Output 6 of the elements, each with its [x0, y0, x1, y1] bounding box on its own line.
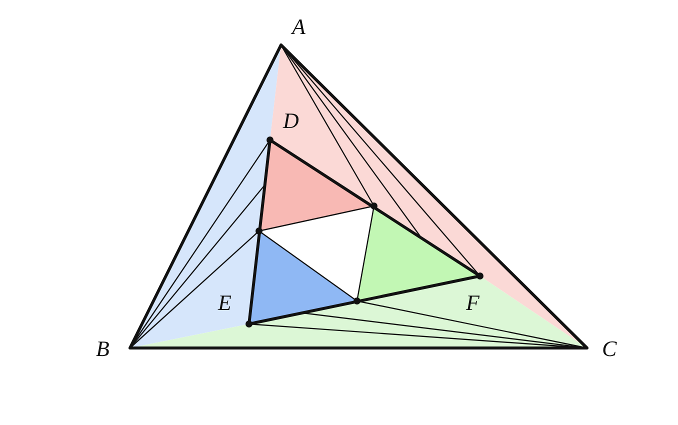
vertex-label: C: [602, 338, 617, 360]
vertex-label: D: [283, 110, 299, 132]
vertex-label: A: [292, 16, 306, 38]
vertex-label: E: [218, 292, 232, 314]
vertex-label: F: [466, 292, 480, 314]
vertex-label: B: [96, 338, 110, 360]
